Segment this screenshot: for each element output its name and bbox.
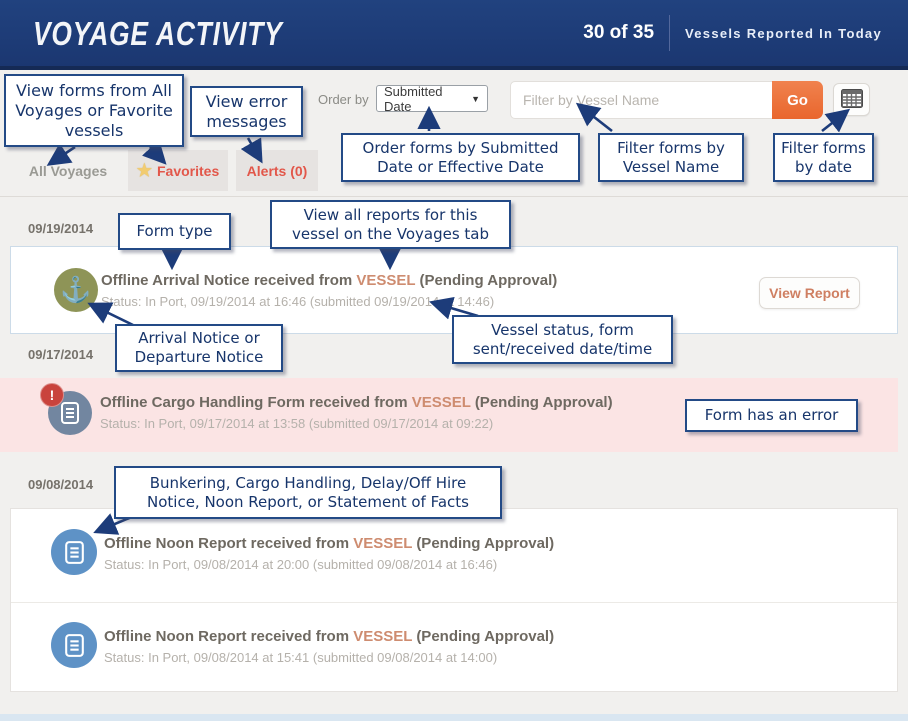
date-group-label: 09/17/2014 <box>28 347 94 362</box>
date-filter-button[interactable] <box>833 83 870 116</box>
error-badge-icon: ! <box>40 383 64 407</box>
entry-status: Status: In Port, 09/19/2014 at 16:46 (su… <box>101 294 495 309</box>
entry-title: Offline Arrival Notice received from VES… <box>101 272 557 289</box>
entry-title-text: Offline Cargo Handling Form received fro… <box>100 394 408 411</box>
chevron-down-icon: ▼ <box>471 93 480 104</box>
callout-arrival-departure: Arrival Notice or Departure Notice <box>115 324 283 372</box>
vessel-link[interactable]: VESSEL <box>353 535 413 552</box>
callout-view-errors: View error messages <box>190 86 303 137</box>
anchor-glyph: ⚓ <box>60 275 92 304</box>
anchor-icon: ⚓ <box>54 268 98 312</box>
entry-status: Status: In Port, 09/17/2014 at 13:58 (su… <box>100 416 494 431</box>
callout-filter-name: Filter forms by Vessel Name <box>598 133 744 182</box>
date-group-label: 09/08/2014 <box>28 477 94 492</box>
entry-title: Offline Noon Report received from VESSEL… <box>104 628 554 645</box>
entry-title-suffix: (Pending Approval) <box>419 272 558 289</box>
callout-view-forms: View forms from All Voyages or Favorite … <box>4 74 184 147</box>
view-report-button[interactable]: View Report <box>759 277 860 309</box>
callout-form-error: Form has an error <box>685 399 858 432</box>
tab-favorites-label: Favorites <box>157 162 220 179</box>
exclamation-glyph: ! <box>49 387 55 403</box>
bottom-strip <box>0 714 908 721</box>
entry-title: Offline Noon Report received from VESSEL… <box>104 535 554 552</box>
document-icon: ! <box>40 383 92 435</box>
callout-order-forms: Order forms by Submitted Date or Effecti… <box>341 133 580 182</box>
entry-title-text: Offline Noon Report received from <box>104 628 350 645</box>
header-summary: 30 of 35 Vessels Reported In Today <box>583 0 882 66</box>
entry-title-suffix: (Pending Approval) <box>416 628 555 645</box>
form-entry-group: Offline Noon Report received from VESSEL… <box>10 508 898 692</box>
date-group-label: 09/19/2014 <box>28 221 94 236</box>
star-icon: ★ <box>136 160 152 180</box>
entry-status: Status: In Port, 09/08/2014 at 20:00 (su… <box>104 557 498 572</box>
vessel-link[interactable]: VESSEL <box>411 394 471 411</box>
entry-title-text: Offline Arrival Notice received from <box>101 272 353 289</box>
callout-vessel-status: Vessel status, form sent/received date/t… <box>452 315 673 364</box>
entry-title-suffix: (Pending Approval) <box>474 394 613 411</box>
tab-all-voyages-label: All Voyages <box>28 162 108 179</box>
vessels-reported-count: 30 of 35 <box>583 22 655 43</box>
calendar-icon <box>840 88 863 111</box>
vessel-name-filter-input[interactable] <box>510 81 773 119</box>
callout-view-all-reports: View all reports for this vessel on the … <box>270 200 511 249</box>
callout-form-types-list: Bunkering, Cargo Handling, Delay/Off Hir… <box>114 466 502 519</box>
tab-all-voyages[interactable]: All Voyages <box>15 150 121 191</box>
entry-title-text: Offline Noon Report received from <box>104 535 350 552</box>
document-icon <box>51 529 97 575</box>
entry-status: Status: In Port, 09/08/2014 at 15:41 (su… <box>104 650 498 665</box>
app-header: VOYAGE ACTIVITY 30 of 35 Vessels Reporte… <box>0 0 908 70</box>
order-by-selected-value: Submitted Date <box>384 83 443 114</box>
callout-filter-date: Filter forms by date <box>773 133 874 182</box>
go-button[interactable]: Go <box>772 81 823 119</box>
vessels-reported-label: Vessels Reported In Today <box>685 25 882 41</box>
page-title: VOYAGE ACTIVITY <box>33 15 283 52</box>
header-divider <box>669 15 671 51</box>
entry-title-suffix: (Pending Approval) <box>416 535 555 552</box>
tab-favorites[interactable]: ★ Favorites <box>128 150 228 191</box>
tab-alerts-label: Alerts (0) <box>246 162 308 179</box>
entry-title: Offline Cargo Handling Form received fro… <box>100 394 613 411</box>
callout-form-type: Form type <box>118 213 231 250</box>
order-by-label: Order by <box>318 92 369 107</box>
document-icon <box>51 622 97 668</box>
tab-alerts[interactable]: Alerts (0) <box>236 150 318 191</box>
tabs-divider <box>0 196 908 197</box>
order-by-select[interactable]: Submitted Date ▼ <box>376 83 488 114</box>
vessel-link[interactable]: VESSEL <box>353 628 413 645</box>
vessel-link[interactable]: VESSEL <box>356 272 416 289</box>
entry-divider <box>11 602 897 603</box>
